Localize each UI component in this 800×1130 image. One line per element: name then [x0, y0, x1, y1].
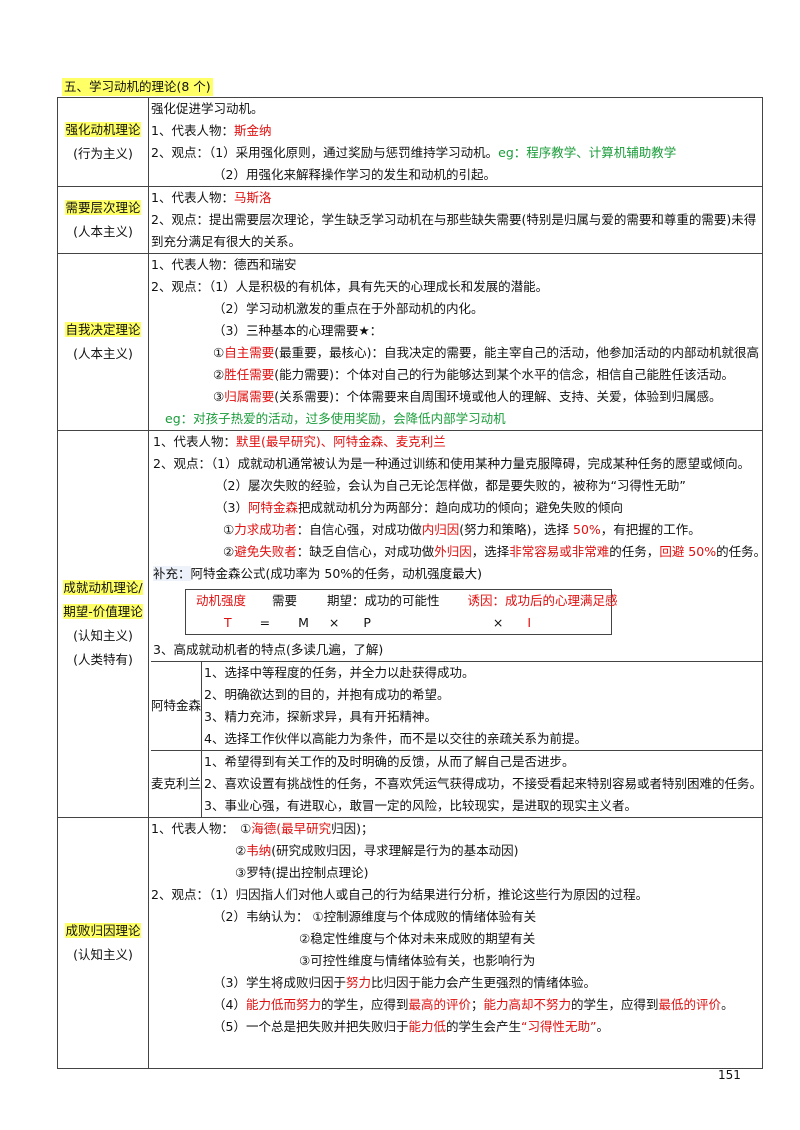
- theory-name: 成就动机理论/: [63, 580, 143, 595]
- representative-line-3: ③罗特(提出控制点理论): [235, 865, 369, 880]
- representative-name: 斯金纳: [233, 123, 272, 138]
- viewpoint-line-7: （5）一个总是把失败并把失败归于能力低的学生会产生“习得性无助”。: [213, 1019, 609, 1034]
- representative-line-1: 1、代表人物：①海德(最早研究归因)；: [151, 821, 374, 836]
- formula-symbols: T = M × P × I: [224, 615, 532, 630]
- viewpoint-line-5: （3）学生将成败归因于努力比归因于能力会产生更强烈的情绪体验。: [213, 975, 596, 990]
- theory-school: (认知主义): [73, 628, 133, 643]
- section-title: 五、学习动机的理论(8 个): [62, 78, 213, 96]
- supplement-label: 补充：: [153, 566, 191, 581]
- atkinson-formula-box: 动机强度 需要 期望：成功的可能性 诱因：成功后的心理满足感 T = M × P…: [185, 589, 618, 635]
- row-needs: 需要层次理论 (人本主义) 1、代表人物：马斯洛 2、观点：提出需要层次理论，学…: [57, 186, 763, 254]
- representative-line: 1、代表人物：斯金纳: [151, 123, 272, 138]
- list-item: 2、明确欲达到的目的，并抱有成功的希望。: [204, 687, 450, 702]
- list-item: 4、选择工作伙伴以高能力为条件，而不是以交往的亲疏关系为前提。: [204, 731, 587, 746]
- theory-school: (行为主义): [73, 146, 133, 161]
- cell-content: 1、代表人物：马斯洛 2、观点：提出需要层次理论，学生缺乏学习动机在与那些缺失需…: [148, 186, 763, 254]
- theory-school: (认知主义): [73, 947, 133, 962]
- theory-name: 强化动机理论: [65, 122, 141, 137]
- representative-name: 默里(最早研究)、阿特金森、麦克利兰: [235, 434, 446, 449]
- viewpoint-line-3: （3）阿特金森把成就动机分为两部分：趋向成功的倾向；避免失败的倾向: [215, 500, 623, 515]
- viewpoint-line-3: （3）三种基本的心理需要★：: [213, 323, 383, 338]
- list-item: 2、喜欢设置有挑战性的任务，不喜欢凭运气获得成功，不接受看起来特别容易或者特别困…: [204, 776, 762, 791]
- need-autonomy: ①自主需要(最重要，最核心)：自我决定的需要，能主宰自己的活动，他参加活动的内部…: [213, 345, 759, 360]
- theory-school: (人本主义): [73, 346, 133, 361]
- viewpoint-line: 2、观点：提出需要层次理论，学生缺乏学习动机在与那些缺失需要(特别是归属与爱的需…: [151, 212, 757, 249]
- theory-name: 需要层次理论: [65, 200, 141, 215]
- list-item: 3、精力充沛，探新求异，具有开拓精神。: [204, 709, 437, 724]
- viewpoint-line-6: （4）能力低而努力的学生，应得到最高的评价；能力高却不努力的学生，应得到最低的评…: [213, 997, 734, 1012]
- cell-name: 强化动机理论 (行为主义): [57, 97, 149, 187]
- theory-name: 自我决定理论: [65, 322, 141, 337]
- row-self-determination: 自我决定理论 (人本主义) 1、代表人物：德西和瑞安 2、观点：（1）人是积极的…: [57, 253, 763, 431]
- viewpoint-line-3: ②稳定性维度与个体对未来成败的期望有关: [299, 931, 536, 946]
- need-relatedness: ③归属需要(关系需要)：个体需要来自周围环境或他人的理解、支持、关爱，体验到归属…: [213, 389, 722, 404]
- list-item: 3、事业心强，有进取心，敢冒一定的风险，比较现实，是进取的现实主义者。: [204, 798, 637, 813]
- page-number: 151: [718, 1068, 741, 1082]
- list-item: 1、希望得到有关工作的及时明确的反馈，从而了解自己是否进步。: [204, 754, 575, 769]
- example-text: eg：对孩子热爱的活动，过多使用奖励，会降低内部学习动机: [165, 411, 506, 426]
- cell-name: 需要层次理论 (人本主义): [57, 186, 149, 254]
- high-achiever-title: 3、高成就动机者的特点(多读几遍，了解): [153, 642, 384, 657]
- theory-school: (人本主义): [73, 224, 133, 239]
- failure-avoider: ②避免失败者：缺乏自信心，对成功做外归因，选择非常容易或非常难的任务，回避 50…: [223, 544, 762, 559]
- representative-line: 1、代表人物：马斯洛: [151, 190, 272, 205]
- atkinson-subtable: 阿特金森 1、选择中等程度的任务，并全力以赴获得成功。 2、明确欲达到的目的，并…: [151, 661, 762, 817]
- subtable-name: 阿特金森: [151, 661, 202, 751]
- theory-name: 成败归因理论: [65, 923, 141, 938]
- viewpoint-line-1: 2、观点：（1）成就动机通常被认为是一种通过训练和使用某种力量克服障碍，完成某种…: [153, 456, 751, 471]
- cell-content: 1、代表人物：默里(最早研究)、阿特金森、麦克利兰 2、观点：（1）成就动机通常…: [148, 430, 763, 818]
- row-reinforcement: 强化动机理论 (行为主义) 强化促进学习动机。 1、代表人物：斯金纳 2、观点：…: [57, 97, 763, 187]
- cell-name: 成败归因理论 (认知主义): [57, 817, 149, 1069]
- theory-school-2: (人类特有): [73, 652, 133, 667]
- viewpoint-line-2: （2）用强化来解释操作学习的发生和动机的引起。: [213, 167, 496, 182]
- representative-name: 马斯洛: [233, 190, 272, 205]
- cell-content: 强化促进学习动机。 1、代表人物：斯金纳 2、观点：（1）采用强化原则，通过奖励…: [148, 97, 763, 187]
- formula-labels: 动机强度 需要 期望：成功的可能性 诱因：成功后的心理满足感: [196, 593, 618, 608]
- cell-content: 1、代表人物：德西和瑞安 2、观点：（1）人是积极的有机体，具有先天的心理成长和…: [148, 253, 763, 431]
- cell-name: 自我决定理论 (人本主义): [57, 253, 149, 431]
- cell-name: 成就动机理论/ 期望-价值理论 (认知主义) (人类特有): [57, 430, 149, 818]
- row-attribution: 成败归因理论 (认知主义) 1、代表人物：①海德(最早研究归因)； ②韦纳(研究…: [57, 817, 763, 1069]
- row-achievement: 成就动机理论/ 期望-价值理论 (认知主义) (人类特有) 1、代表人物：默里(…: [57, 430, 763, 818]
- subtable-name: 麦克利兰: [151, 750, 202, 817]
- example-text: eg：程序教学、计算机辅助教学: [498, 145, 677, 160]
- viewpoint-line-1: 2、观点：（1）采用强化原则，通过奖励与惩罚维持学习动机。eg：程序教学、计算机…: [151, 145, 677, 160]
- list-item: 1、选择中等程度的任务，并全力以赴获得成功。: [204, 665, 475, 680]
- success-seeker: ①力求成功者：自信心强，对成功做内归因(努力和策略)，选择 50%，有把握的工作…: [223, 522, 701, 537]
- viewpoint-line-1: 2、观点：（1）归因指人们对他人或自己的行为结果进行分析，推论这些行为原因的过程…: [151, 887, 649, 902]
- subtable-items: 1、希望得到有关工作的及时明确的反馈，从而了解自己是否进步。 2、喜欢设置有挑战…: [201, 750, 762, 817]
- representative-line: 1、代表人物：默里(最早研究)、阿特金森、麦克利兰: [153, 434, 446, 449]
- viewpoint-line-1: 2、观点：（1）人是积极的有机体，具有先天的心理成长和发展的潜能。: [151, 279, 549, 294]
- supplement-line: 补充：阿特金森公式(成功率为 50%的任务，动机强度最大): [153, 566, 483, 581]
- viewpoint-line-2: （2）学习动机激发的重点在于外部动机的内化。: [213, 301, 484, 316]
- theory-name-2: 期望-价值理论: [63, 604, 143, 619]
- viewpoint-line-4: ③可控性维度与情绪体验有关，也影响行为: [299, 953, 536, 968]
- need-competence: ②胜任需要(能力需要)：个体对自己的行为能够达到某个水平的信念，相信自己能胜任该…: [213, 367, 734, 382]
- viewpoint-line-2: （2）屡次失败的经验，会认为自己无论怎样做，都是要失败的，被称为“习得性无助”: [215, 478, 686, 493]
- subtable-items: 1、选择中等程度的任务，并全力以赴获得成功。 2、明确欲达到的目的，并抱有成功的…: [201, 661, 762, 751]
- viewpoint-line-2: （2）韦纳认为： ①控制源维度与个体成败的情绪体验有关: [213, 909, 537, 924]
- intro-line: 强化促进学习动机。: [151, 101, 264, 116]
- theory-table: 强化动机理论 (行为主义) 强化促进学习动机。 1、代表人物：斯金纳 2、观点：…: [57, 97, 763, 1069]
- representative-line-2: ②韦纳(研究成败归因，寻求理解是行为的基本动因): [235, 843, 519, 858]
- cell-content: 1、代表人物：①海德(最早研究归因)； ②韦纳(研究成败归因，寻求理解是行为的基…: [148, 817, 763, 1069]
- representative-line: 1、代表人物：德西和瑞安: [151, 257, 297, 272]
